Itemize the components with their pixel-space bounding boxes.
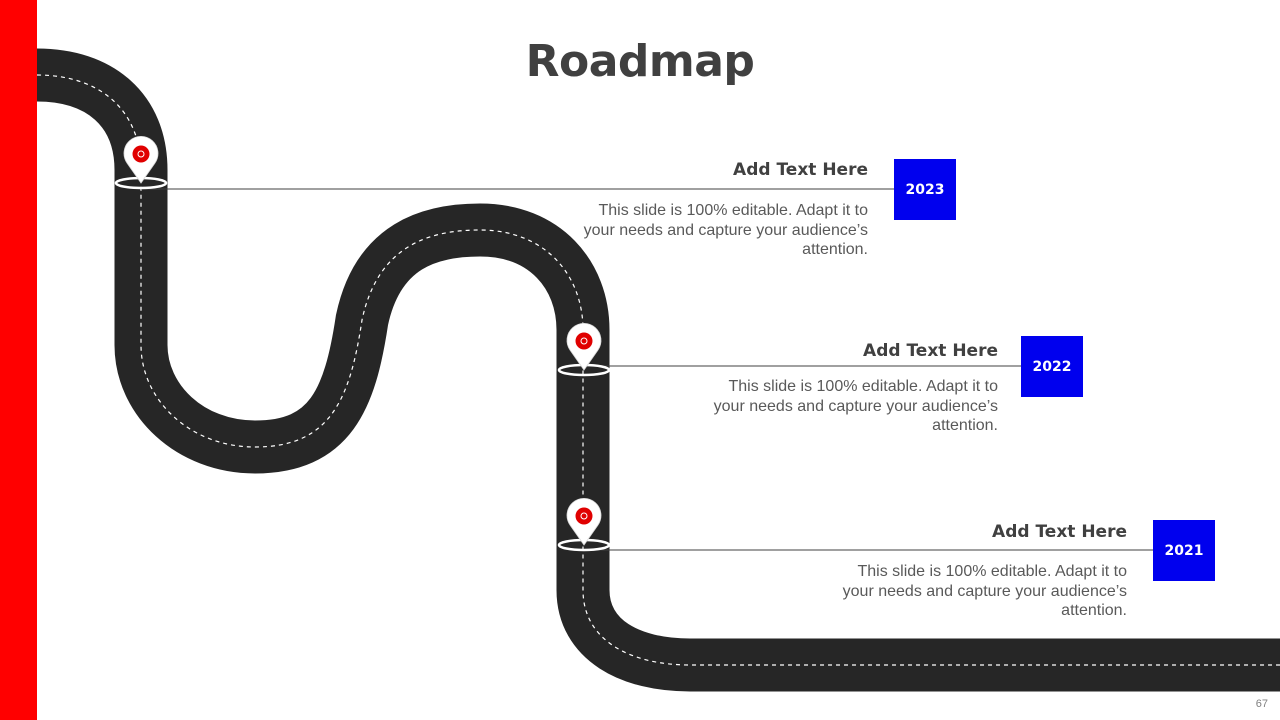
location-pin-icon	[114, 135, 168, 190]
year-label: 2022	[1032, 358, 1072, 375]
milestone-description-2023: This slide is 100% editable. Adapt it to…	[583, 202, 868, 258]
year-label: 2021	[1164, 542, 1204, 559]
milestone-heading-2022: Add Text Here	[863, 341, 998, 361]
year-label: 2023	[905, 181, 945, 198]
year-badge-2023: 2023	[894, 159, 956, 220]
page-number: 67	[1255, 698, 1268, 710]
milestone-description-2021: This slide is 100% editable. Adapt it to…	[842, 563, 1127, 619]
location-pin-icon	[557, 322, 611, 377]
year-badge-2022: 2022	[1021, 336, 1083, 397]
left-accent-bar	[0, 0, 37, 720]
slide-title: Roadmap	[525, 36, 755, 87]
road-center-line	[36, 74, 1280, 666]
milestone-description-2022: This slide is 100% editable. Adapt it to…	[713, 378, 998, 434]
milestone-heading-2021: Add Text Here	[992, 522, 1127, 542]
location-pin-icon	[557, 497, 611, 552]
year-badge-2021: 2021	[1153, 520, 1215, 581]
milestone-heading-2023: Add Text Here	[733, 160, 868, 180]
